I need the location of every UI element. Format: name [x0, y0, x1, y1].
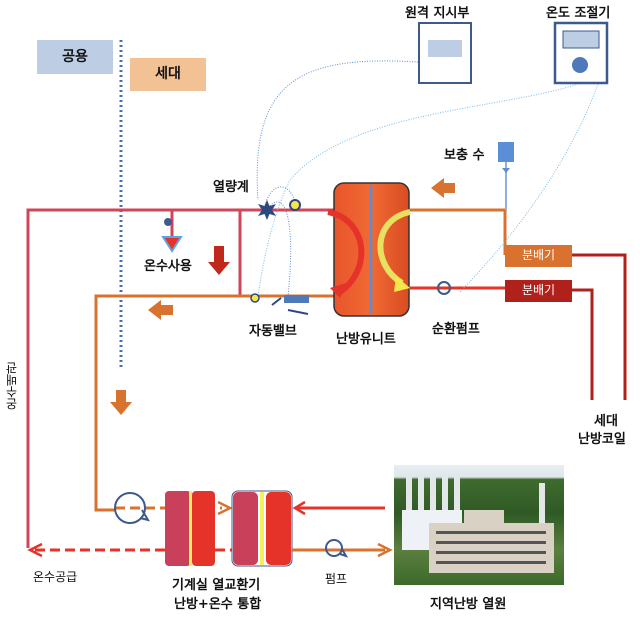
district-heat-source-label: 지역난방 열원: [430, 597, 507, 612]
makeup-water-tank: [498, 142, 514, 162]
coil-pipe-1: [572, 253, 627, 400]
hot-water-supply-label: 온수공급: [33, 570, 78, 584]
flow-arrow-down: [110, 390, 132, 415]
heating-unit-label: 난방유니트: [336, 332, 396, 347]
circulation-pump-label: 순환펌프: [432, 322, 480, 337]
supply-pipe: [26, 208, 335, 548]
auto-valve-icon: [284, 295, 309, 303]
sensor-icon: [289, 199, 301, 211]
hot-water-valve-icon: [161, 236, 183, 253]
hot-water-pipe-label: 온수배관: [5, 362, 19, 410]
hot-water-down-arrow: [208, 246, 230, 275]
auto-valve-label: 자동밸브: [249, 324, 297, 339]
pump-icon-left: [114, 492, 146, 524]
zone-public-tag: 공용: [37, 40, 113, 74]
heat-exchanger-2: [231, 490, 293, 567]
return-pipe: [94, 294, 335, 512]
flow-arrow-left-2: [148, 300, 173, 320]
makeup-water-label: 보충 수: [444, 148, 485, 163]
control-line-remote: [256, 60, 419, 201]
heat-exchanger-label-2: 난방+온수 통합: [174, 597, 262, 612]
district-heat-plant-photo: [394, 465, 564, 585]
pump-label: 펌프: [325, 572, 348, 586]
heat-exchanger-1: [165, 491, 215, 566]
heat-meter-icon: [258, 200, 276, 220]
heat-meter-label: 열량계: [213, 180, 249, 195]
hot-water-use-label: 온수사용: [144, 259, 192, 274]
household-supply-pipe: [410, 208, 507, 255]
distributor-return: 분배기: [505, 280, 572, 302]
control-line-thermo-1: [257, 83, 579, 297]
flow-arrow-left-1: [431, 178, 455, 198]
remote-indicator-label: 원격 지시부: [405, 6, 470, 21]
thermostat-label: 온도 조절기: [546, 6, 611, 21]
control-line-thermo-2: [459, 83, 599, 293]
coil-pipe-2: [572, 288, 594, 400]
circulation-pump-icon: [437, 281, 451, 295]
heat-exchanger-label-1: 기계실 열교환기: [172, 578, 261, 593]
household-coil-label-2: 난방코일: [578, 432, 626, 447]
pump-icon-right: [325, 539, 343, 557]
zone-household-tag: 세대: [130, 58, 206, 91]
household-coil-label-1: 세대: [594, 414, 618, 429]
distributor-supply: 분배기: [505, 245, 572, 267]
